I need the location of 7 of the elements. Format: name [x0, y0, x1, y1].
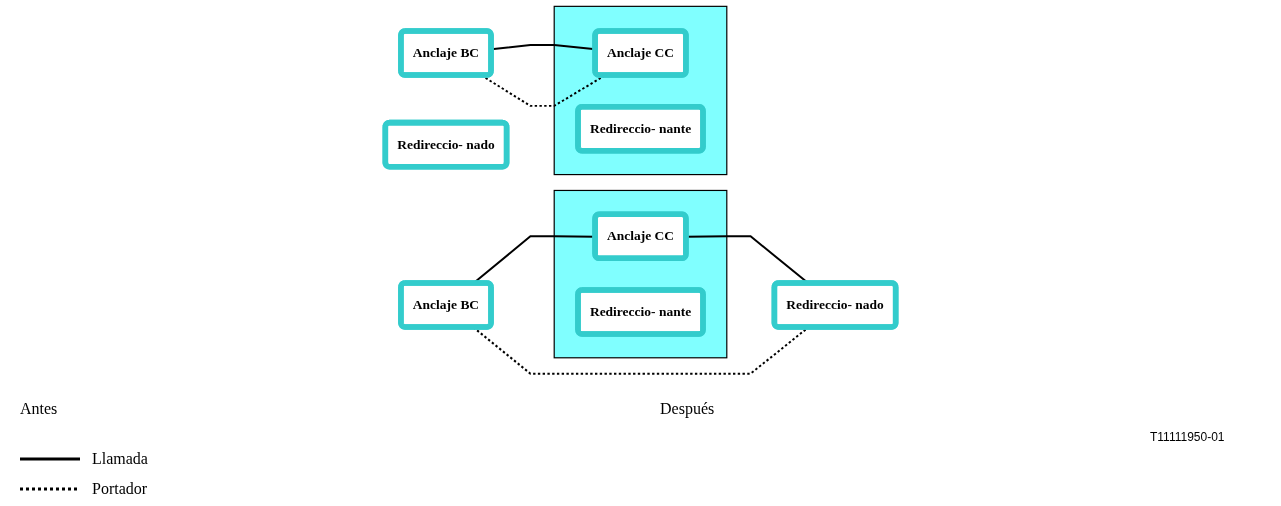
panel-caption: Después	[660, 400, 715, 418]
legend-label: Llamada	[92, 450, 148, 468]
cluster	[553, 5, 728, 176]
legend-label: Portador	[92, 480, 148, 498]
cluster	[553, 189, 728, 359]
panel-caption: Antes	[20, 400, 58, 418]
figure-id: T11111950-01	[1150, 430, 1225, 444]
